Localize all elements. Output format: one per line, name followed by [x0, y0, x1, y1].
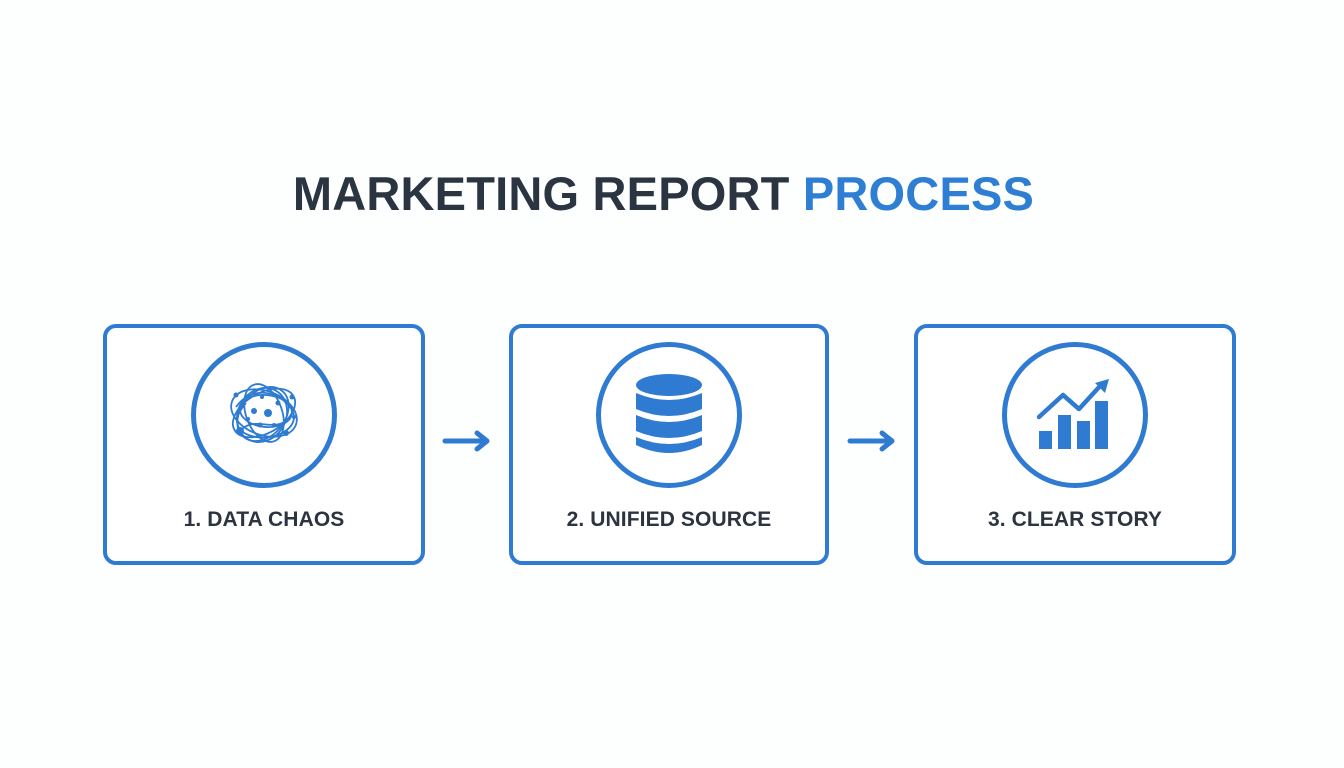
- tangled-network-icon: [230, 383, 298, 443]
- rising-bar-chart-icon: [1036, 379, 1109, 449]
- step-label: 2. UNIFIED SOURCE: [566, 508, 772, 531]
- database-icon: [636, 374, 702, 453]
- title-accent: PROCESS: [802, 167, 1035, 220]
- arrow-right-icon: [442, 430, 490, 452]
- arrow-right-icon: [847, 430, 895, 452]
- icon-ring: [1002, 342, 1148, 488]
- step-label: 1. DATA CHAOS: [183, 508, 345, 531]
- step-card-clear-story: 3. CLEAR STORY: [914, 324, 1236, 565]
- step-card-unified-source: 2. UNIFIED SOURCE: [509, 324, 829, 565]
- icon-ring: [596, 342, 742, 488]
- step-label: 3. CLEAR STORY: [987, 508, 1163, 531]
- step-card-data-chaos: 1. DATA CHAOS: [103, 324, 425, 565]
- icon-ring: [191, 342, 337, 488]
- page-title: MARKETING REPORT PROCESS: [0, 166, 1327, 222]
- title-main: MARKETING REPORT: [292, 167, 803, 220]
